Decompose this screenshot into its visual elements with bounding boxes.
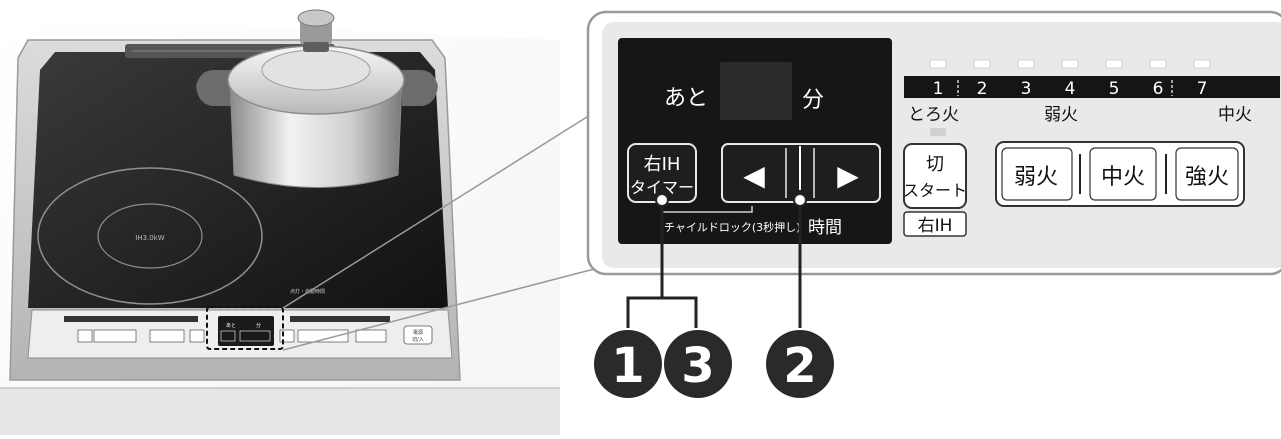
timer-prefix-label: あと bbox=[664, 86, 708, 111]
burner-label: IH3.0kW bbox=[135, 234, 165, 242]
heat-button-group bbox=[995, 141, 1245, 207]
leader-dot-2 bbox=[793, 193, 807, 207]
heat-level-7: 7 bbox=[1197, 79, 1208, 99]
mini-minutes: 分 bbox=[256, 322, 261, 329]
left-burner-outer-ring bbox=[37, 167, 263, 305]
mini-note: 点灯・自動時間 bbox=[290, 288, 325, 295]
power-key-bottom: 切/入 bbox=[412, 336, 424, 343]
callout-number-2: 2 bbox=[783, 338, 816, 394]
weak-heat-button[interactable]: 弱火 bbox=[1014, 165, 1058, 190]
start-button-line1: 切 bbox=[926, 154, 944, 175]
right-arrow-icon[interactable]: ▶ bbox=[837, 159, 859, 192]
heat-level-6: 6 bbox=[1153, 79, 1164, 99]
callout-badge-1 bbox=[594, 330, 662, 398]
leader-bracket bbox=[626, 296, 698, 328]
child-lock-label: チャイルドロック(3秒押し) bbox=[664, 220, 800, 234]
heat-level-2: 2 bbox=[977, 79, 988, 99]
zoom-line-bottom bbox=[282, 267, 599, 351]
time-adjust-buttons[interactable] bbox=[721, 143, 881, 203]
mini-scale-right bbox=[290, 316, 390, 322]
heat-level-leds bbox=[929, 59, 1211, 69]
highlight-box bbox=[206, 306, 284, 350]
timer-minutes-label: 分 bbox=[802, 88, 824, 113]
heat-level-3: 3 bbox=[1021, 79, 1032, 99]
zoom-line-top bbox=[282, 109, 599, 309]
power-key-top: 電源 bbox=[413, 329, 423, 336]
start-button[interactable]: 切 スタート bbox=[903, 143, 967, 209]
medium-heat-button[interactable]: 中火 bbox=[1101, 165, 1145, 190]
left-arrow-icon[interactable]: ◀ bbox=[743, 159, 765, 192]
heat-level-1: 1 bbox=[933, 79, 944, 99]
strong-heat-button[interactable]: 強火 bbox=[1185, 165, 1229, 190]
start-side-label: 右IH bbox=[918, 216, 953, 236]
pot bbox=[196, 9, 438, 188]
mini-prefix: あと bbox=[226, 323, 236, 329]
callout-number-3: 3 bbox=[681, 338, 714, 394]
start-button-line2: スタート bbox=[903, 181, 967, 200]
heat-level-5: 5 bbox=[1109, 79, 1120, 99]
timer-display bbox=[720, 62, 792, 120]
timer-button-line2: タイマー bbox=[630, 178, 694, 197]
timer-button[interactable]: 右IH タイマー bbox=[627, 143, 697, 203]
mini-scale-left bbox=[64, 316, 198, 322]
time-label: 時間 bbox=[808, 218, 842, 238]
start-side-label-box bbox=[903, 211, 967, 237]
heat-label-low: とろ火 bbox=[908, 105, 959, 125]
start-indicator-led bbox=[930, 128, 946, 136]
timer-button-line1: 右IH bbox=[644, 154, 681, 175]
callout-badge-3 bbox=[664, 330, 732, 398]
heat-label-mid: 弱火 bbox=[1044, 105, 1078, 125]
left-burner-inner-ring bbox=[97, 203, 203, 269]
heat-level-4: 4 bbox=[1065, 79, 1076, 99]
leader-dot-1 bbox=[655, 193, 669, 207]
callout-badge-2 bbox=[766, 330, 834, 398]
callout-number-1: 1 bbox=[611, 338, 644, 394]
heat-label-high: 中火 bbox=[1218, 105, 1252, 125]
power-key bbox=[403, 325, 433, 345]
heat-scale-bar bbox=[904, 76, 1280, 98]
